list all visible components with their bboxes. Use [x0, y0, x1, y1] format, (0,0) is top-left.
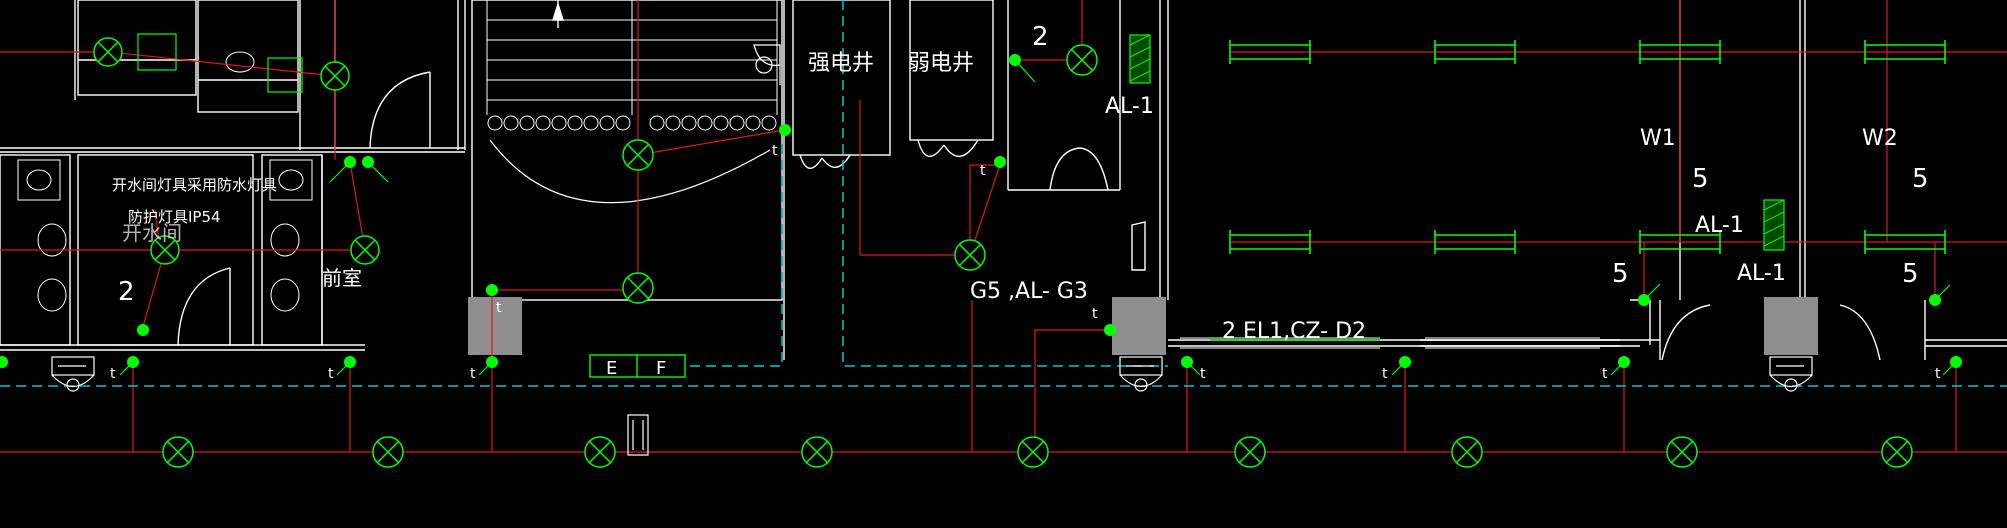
circuit-w2: W2 — [1862, 126, 1898, 151]
lamp-icon — [320, 61, 350, 91]
anteroom-label: 前室 — [322, 266, 362, 290]
lamp-icon — [622, 139, 654, 171]
lamp-icon — [1451, 436, 1483, 468]
weak-shaft-room — [909, 0, 994, 141]
lamp-icon — [162, 436, 194, 468]
lamp-icon — [1881, 436, 1913, 468]
switch-dot — [1104, 324, 1116, 336]
column-a — [468, 297, 522, 355]
distribution-panels — [1129, 34, 1785, 251]
lamp-icon — [372, 436, 404, 468]
exit-sign-icon — [1769, 356, 1813, 392]
lamp-icon — [350, 235, 380, 265]
socket-panel — [589, 354, 686, 378]
lamp-icon — [622, 272, 654, 304]
t-marker: t — [328, 366, 334, 382]
count-5-a: 5 — [1692, 164, 1709, 194]
panel-al1-b: AL-1 — [1695, 213, 1744, 238]
circuit-g5: G5 ,AL- G3 — [970, 279, 1088, 304]
switch-dot — [486, 284, 498, 296]
sanitary-fixtures — [17, 51, 313, 312]
tube-light-row-1 — [1229, 40, 1946, 64]
note-line-2: 防护灯具IP54 — [128, 208, 221, 226]
count-2-a: 2 — [1032, 22, 1049, 52]
count-5-d: 5 — [1902, 259, 1919, 289]
t-marker: t — [496, 300, 502, 316]
switch-dot — [137, 324, 149, 336]
dashed-routes — [0, 0, 2007, 387]
linear-light-fixtures — [1210, 40, 1946, 341]
switch-dot — [994, 156, 1006, 168]
count-2-b: 2 — [118, 277, 135, 307]
panel-al1-c: AL-1 — [1737, 261, 1786, 286]
exit-sign-icon — [753, 44, 781, 85]
ceiling-lamps — [93, 37, 1913, 468]
count-5-c: 5 — [1612, 259, 1629, 289]
lamp-icon — [584, 436, 616, 468]
t-marker: t — [470, 366, 476, 382]
socket-f: F — [656, 358, 666, 379]
exit-sign-icon — [51, 356, 95, 392]
lamp-icon — [150, 235, 180, 265]
toilet-stall-a — [77, 0, 197, 96]
lamp-icon — [1234, 436, 1266, 468]
toilet-boxes — [137, 33, 303, 93]
switch-ticks — [119, 59, 1957, 376]
exit-sign-icon — [1119, 356, 1163, 392]
circuit-el1: 2 EL1,CZ- D2 — [1222, 319, 1366, 344]
t-marker: t — [1602, 366, 1608, 382]
columns — [468, 297, 1818, 355]
labels: 强电井 弱电井 前室 开水间灯具采用防水灯具 防护灯具IP54 开水间 AL-1… — [110, 22, 1941, 382]
lamp-icon — [1017, 436, 1049, 468]
column-c — [1764, 297, 1818, 355]
walls — [0, 0, 2007, 361]
strong-shaft-label: 强电井 — [808, 51, 874, 76]
toilet-stall-b — [197, 0, 299, 113]
exit-lights — [51, 44, 1813, 456]
socket-e: E — [606, 358, 617, 379]
count-5-b: 5 — [1912, 164, 1929, 194]
lamp-icon — [93, 37, 123, 67]
note-line-1: 开水间灯具采用防水灯具 — [112, 176, 277, 194]
lamp-icon — [954, 239, 986, 271]
lamp-icon — [1666, 436, 1698, 468]
panel-al1-a: AL-1 — [1105, 94, 1154, 119]
emergency-arrow-icon — [627, 414, 649, 456]
strong-shaft-room — [792, 0, 891, 156]
al1-panel-box — [1763, 199, 1785, 251]
lamp-icon — [1066, 44, 1098, 76]
column-b — [1112, 297, 1166, 355]
lamp-icon — [801, 436, 833, 468]
t-marker: t — [1935, 366, 1941, 382]
switch-dot — [779, 124, 791, 136]
t-marker: t — [1382, 366, 1388, 382]
t-marker: t — [110, 366, 116, 382]
wiring — [0, 0, 2007, 453]
tube-light-row-2 — [1229, 230, 1946, 254]
t-marker: t — [1092, 306, 1098, 322]
t-marker: t — [772, 143, 778, 159]
t-marker: t — [980, 163, 986, 179]
circuit-w1: W1 — [1640, 126, 1676, 151]
t-marker: t — [1200, 366, 1206, 382]
note-ghost: 开水间 — [122, 221, 182, 245]
switch-dot — [0, 356, 8, 368]
switches — [0, 54, 1962, 368]
weak-shaft-label: 弱电井 — [908, 51, 974, 76]
